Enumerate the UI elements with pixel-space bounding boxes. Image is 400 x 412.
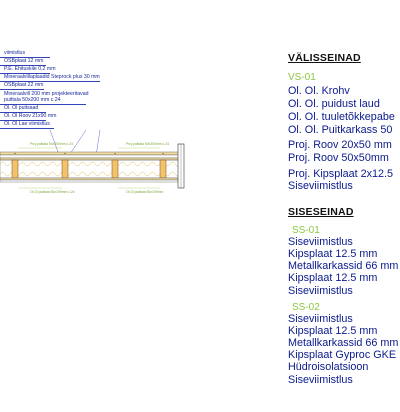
callout-ceiling-finish: Ol. Ol Lae viimistlus — [4, 121, 50, 127]
ceiling-boards — [0, 177, 181, 181]
legend-line: Siseviimistlus — [288, 180, 353, 192]
leader-line — [0, 128, 54, 129]
callout-steprock: Mineraalvillaplaadid Steprock plus 30 mm — [4, 74, 100, 80]
callout-osb-22: OSBplaat 22 mm — [4, 82, 44, 88]
leader-line — [0, 65, 46, 66]
legend-line: Ol. Ol. tuuletõkkepabe — [288, 111, 395, 123]
osb-22-layer — [0, 157, 181, 161]
leader-line — [0, 57, 50, 58]
dim-label-top: Proj.puittala 50x200mm c.24 — [30, 142, 73, 146]
legend-line: Siseviimistlus — [288, 236, 353, 248]
legend-line: Ol. Ol. Krohv — [288, 85, 350, 97]
leader-line — [0, 89, 44, 90]
floor-section-drawing — [0, 130, 185, 189]
leader-line — [0, 112, 46, 113]
ceiling-finish — [0, 179, 181, 183]
leader-line — [0, 104, 86, 105]
legend-line: Siseviimistlus — [288, 285, 353, 297]
joist — [11, 159, 19, 179]
legend-line: Metallkarkassid 66 mm — [288, 337, 399, 349]
leader-line — [0, 81, 100, 82]
legend-line: Siseviimistlus — [288, 374, 353, 386]
callout-existing-boards: Ol. Ol puitsaad — [4, 105, 39, 111]
dim-label-top: Proj.puittala 50x200mm c.24 — [126, 142, 169, 146]
leader-line — [0, 120, 46, 121]
legend-line: Ol. Ol. Puitkarkass 50 — [288, 124, 393, 136]
heading-siseseinad: SISESEINAD — [288, 206, 354, 218]
leader-line — [49, 130, 59, 153]
legend-line: Proj. Kipsplaat 2x12.5 — [288, 168, 394, 180]
legend-line: Proj. Roov 50x50mm — [288, 152, 389, 164]
callout-mineral-wool: Mineraalvill 200 mm projekteeritavad — [4, 91, 89, 97]
legend-line: Kipsplaat Gyproc GKE — [288, 349, 397, 361]
callout-pe-film: P.E. Ehituskile 0,2 mm — [4, 66, 56, 72]
legend-line: Proj. Roov 20x50 mm — [288, 139, 392, 151]
legend-line: Hüdroisolatsioon — [288, 361, 369, 373]
callout-existing-batten: Ol. Ol Roov 21x90 mm — [4, 113, 57, 119]
code-ss-01: SS-01 — [292, 225, 320, 236]
legend-line: Ol. Ol. puidust laud — [288, 98, 380, 110]
fastener-marks — [14, 152, 164, 155]
code-vs-01: VS-01 — [288, 72, 316, 83]
legend-line: Kipsplaat 12.5 mm — [288, 248, 378, 260]
legend-line: Kipsplaat 12.5 mm — [288, 325, 378, 337]
joist — [61, 159, 69, 179]
leader-line — [0, 73, 50, 74]
code-ss-02: SS-02 — [292, 302, 320, 313]
leader-line — [69, 130, 87, 155]
callout-osb-12: OSBplaat 12 mm — [4, 58, 44, 64]
legend-line: Metallkarkassid 66 mm — [288, 260, 399, 272]
legend-line: Kipsplaat 12.5 mm — [288, 272, 378, 284]
joist — [159, 159, 167, 179]
osb-top-layer — [0, 151, 181, 156]
callout-joist: puittala 50x200 mm c.24 — [4, 97, 61, 103]
dim-label-bottom: Ol.Ol puittala 50x190mm — [126, 190, 164, 194]
leader-line — [95, 130, 101, 157]
joist — [111, 159, 119, 179]
insulation-layer — [0, 159, 181, 179]
heading-valisseinad: VÄLISSEINAD — [288, 52, 361, 64]
legend-line: Siseviimistlus — [288, 313, 353, 325]
steprock-layer — [0, 154, 181, 159]
callout-finish: viimistlus — [4, 50, 26, 56]
dim-label-bottom: Ol.Ol puittala 50x190mm c.24 — [30, 190, 75, 194]
